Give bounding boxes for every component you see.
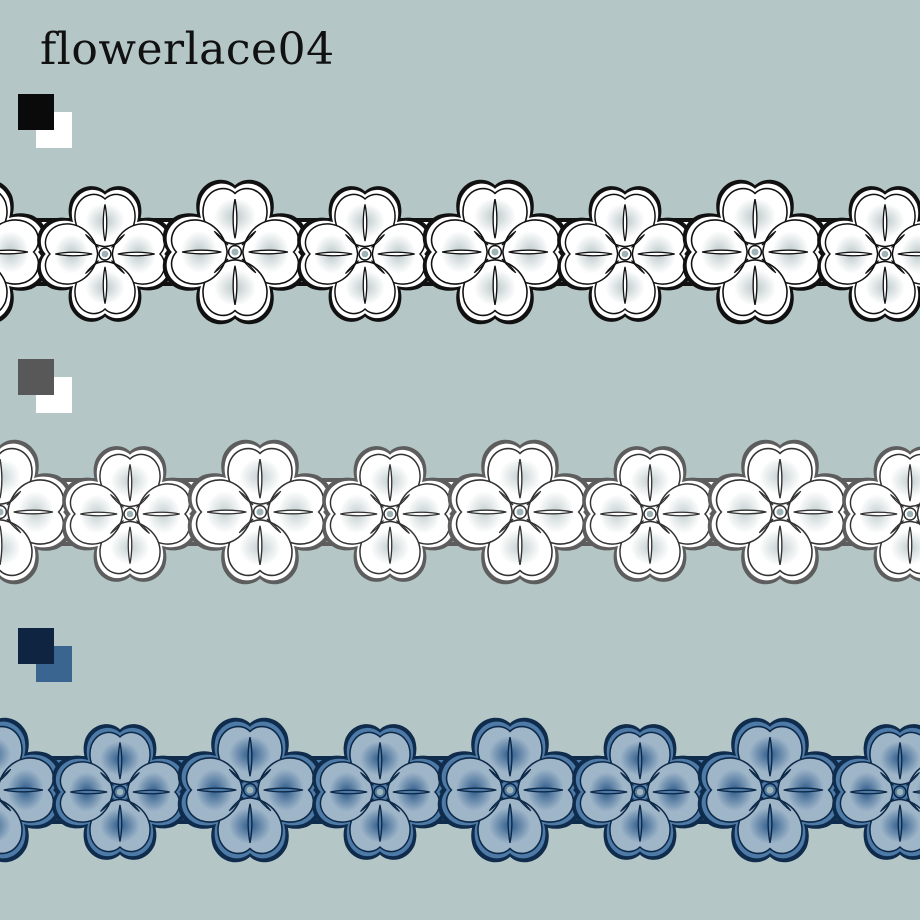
flower-lace-strip-black-white bbox=[0, 179, 920, 325]
flower-motif bbox=[557, 186, 693, 322]
flower-motif bbox=[52, 724, 188, 860]
flower-motif bbox=[437, 717, 583, 863]
page-title: flowerlace04 bbox=[40, 24, 335, 75]
flower-motif bbox=[422, 179, 568, 325]
flower-motif bbox=[187, 439, 333, 585]
flower-motif bbox=[177, 717, 323, 863]
flower-motif bbox=[322, 446, 458, 582]
flower-motif bbox=[0, 717, 63, 863]
flower-motif bbox=[582, 446, 718, 582]
swatch-primary-color bbox=[18, 628, 54, 664]
flower-motif bbox=[62, 446, 198, 582]
color-swatch-navy-blue bbox=[18, 628, 74, 684]
swatch-primary-color bbox=[18, 94, 54, 130]
color-swatch-black-white bbox=[18, 94, 74, 150]
flower-motif bbox=[697, 717, 843, 863]
swatch-primary-color bbox=[18, 359, 54, 395]
flower-motif bbox=[37, 186, 173, 322]
flower-motif bbox=[162, 179, 308, 325]
flower-motif bbox=[682, 179, 828, 325]
flower-motif bbox=[312, 724, 448, 860]
flower-motif bbox=[297, 186, 433, 322]
color-swatch-gray-white bbox=[18, 359, 74, 415]
flower-motif bbox=[0, 439, 73, 585]
flower-motif bbox=[832, 724, 920, 860]
flower-motif bbox=[817, 186, 920, 322]
flower-motif bbox=[447, 439, 593, 585]
flower-motif bbox=[842, 446, 920, 582]
flower-motif bbox=[707, 439, 853, 585]
flower-lace-strip-navy-blue bbox=[0, 717, 920, 863]
flower-lace-strip-gray-white bbox=[0, 439, 920, 585]
flower-motif bbox=[0, 182, 48, 322]
flower-motif bbox=[572, 724, 708, 860]
